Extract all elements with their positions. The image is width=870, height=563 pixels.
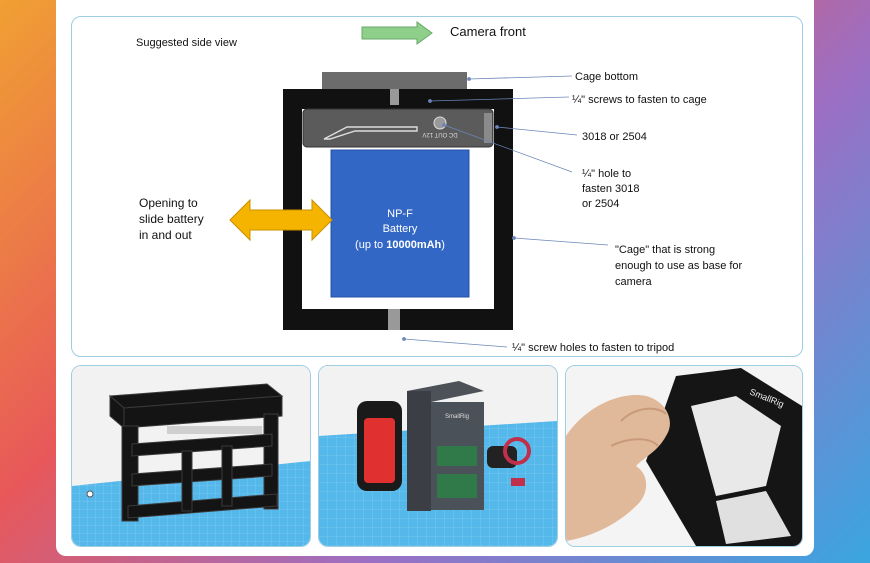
diagram-title: Suggested side view bbox=[136, 37, 237, 49]
content-card: Suggested side view Camera front DC OUT … bbox=[56, 0, 814, 556]
cage-top-screw bbox=[390, 89, 399, 105]
screws-cage-label: ¼" screws to fasten to cage bbox=[572, 94, 707, 106]
slide-direction-arrow bbox=[229, 198, 333, 242]
np-f-battery bbox=[330, 149, 470, 298]
camera-front-arrow bbox=[361, 21, 433, 45]
hand bbox=[566, 395, 670, 541]
smallrig-cage-box: SmallRig bbox=[407, 381, 484, 511]
hole-label-3: or 2504 bbox=[582, 198, 619, 210]
leader-lines bbox=[402, 75, 609, 348]
opening-label-1: Opening to bbox=[139, 196, 198, 210]
device-text: DC OUT 12V bbox=[422, 131, 457, 137]
photo-accessories-canvas: SmallRig bbox=[319, 366, 557, 546]
smallrig-cage: SmallRig bbox=[646, 368, 802, 546]
cage-label-2: enough to use as base for bbox=[615, 260, 743, 272]
device-port bbox=[433, 116, 447, 130]
photo-cage-with-accessories: SmallRig bbox=[318, 365, 558, 547]
hole-label-1: ¼" hole to bbox=[582, 168, 631, 180]
tripod-screw bbox=[388, 309, 400, 330]
device-emboss bbox=[323, 126, 418, 140]
opening-label-2: slide battery bbox=[139, 212, 204, 226]
photo-hand-canvas: SmallRig bbox=[566, 366, 802, 546]
cage-label-1: "Cage" that is strong bbox=[615, 244, 715, 256]
battery-line3: (up to 10000mAh) bbox=[355, 239, 445, 251]
cage-model bbox=[108, 383, 284, 522]
hole-label-2: fasten 3018 bbox=[582, 183, 640, 195]
cage-label-3: camera bbox=[615, 276, 653, 288]
battery-line2: Battery bbox=[383, 223, 418, 235]
model-highlight bbox=[167, 426, 262, 434]
camera-front-label: Camera front bbox=[450, 24, 526, 39]
photo-3d-model-canvas bbox=[72, 366, 310, 546]
cage-bottom-plate bbox=[322, 72, 467, 92]
photo-3d-model-cage bbox=[71, 365, 311, 547]
tripod-label: ¼" screw holes to fasten to tripod bbox=[512, 342, 674, 354]
brand-text-box: SmallRig bbox=[445, 414, 469, 420]
side-view-diagram: Suggested side view Camera front DC OUT … bbox=[71, 16, 803, 357]
microphone bbox=[487, 437, 531, 486]
model-origin-marker bbox=[86, 490, 94, 498]
model-label: 3018 or 2504 bbox=[582, 131, 647, 143]
opening-label-3: in and out bbox=[139, 228, 192, 242]
diagram-canvas: Suggested side view Camera front DC OUT … bbox=[136, 21, 743, 354]
led-light bbox=[357, 401, 402, 491]
cage-bottom-label: Cage bottom bbox=[575, 71, 638, 83]
device-side-button bbox=[484, 113, 492, 143]
photo-hand-holding-cage: SmallRig bbox=[565, 365, 803, 547]
battery-line1: NP-F bbox=[387, 208, 413, 220]
power-device bbox=[302, 108, 494, 148]
